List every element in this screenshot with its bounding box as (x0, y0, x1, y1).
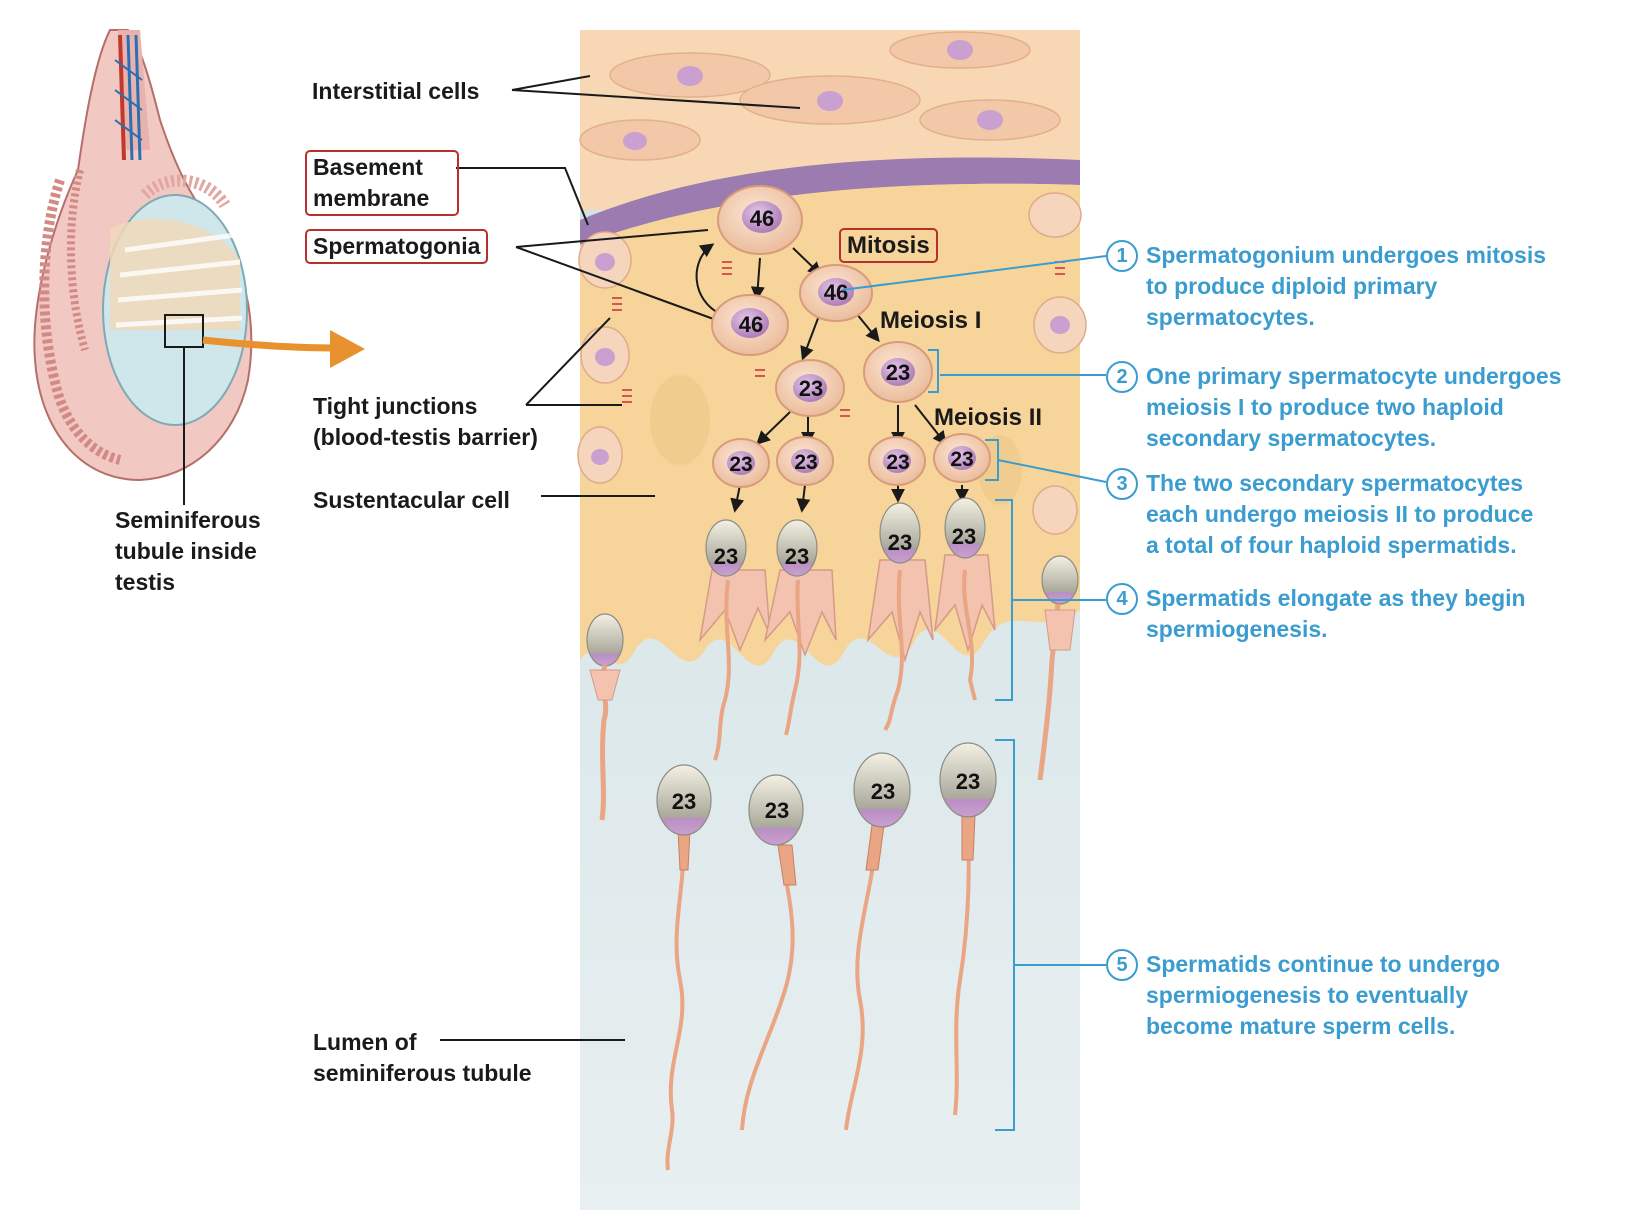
label-meiosis-1: Meiosis I (880, 307, 982, 334)
label-sustentacular-cell: Sustentacular cell (313, 487, 510, 513)
label-seminiferous-line2: tubule inside (115, 538, 257, 564)
count-sperm-4: 23 (956, 769, 980, 794)
count-sperm-2: 23 (765, 798, 789, 823)
step-4-text: Spermatids elongate as they begin spermi… (1146, 585, 1526, 642)
count-secondary-2: 23 (794, 451, 817, 474)
label-interstitial-cells: Interstitial cells (312, 78, 480, 104)
step-4-number: 4 (1106, 583, 1138, 615)
label-tight-junctions: Tight junctions (blood-testis barrier) (313, 391, 538, 453)
cell-lineage: 46 46 46 23 23 23 23 23 23 (656, 185, 997, 1171)
label-spermatogonia: Spermatogonia (305, 229, 489, 264)
count-secondary-3: 23 (886, 451, 909, 474)
elongating-spermatids: 23 23 23 23 (698, 497, 996, 761)
label-tight-junctions-line2: (blood-testis barrier) (313, 424, 538, 450)
count-sperm-1: 23 (672, 789, 696, 814)
count-primary-a: 23 (799, 376, 823, 401)
count-spermatid-1: 23 (714, 544, 738, 569)
label-seminiferous-line3: testis (115, 569, 176, 595)
step-3: 3 The two secondary spermatocytes each u… (1106, 468, 1533, 561)
count-secondary-4: 23 (950, 448, 973, 471)
secondary-spermatocytes: 23 23 23 23 (712, 433, 991, 488)
step-2-text: One primary spermatocyte undergoes meios… (1146, 363, 1562, 451)
step-2: 2 One primary spermatocyte undergoes mei… (1106, 361, 1561, 454)
count-spermatid-4: 23 (952, 524, 976, 549)
step-3-text: The two secondary spermatocytes each und… (1146, 470, 1534, 558)
label-lumen-line1: Lumen of (313, 1029, 417, 1055)
label-basement-membrane: Basement membrane (305, 150, 459, 216)
count-spermatogonium-top: 46 (750, 206, 774, 231)
mature-sperm: 23 23 23 23 (656, 742, 997, 1171)
label-basement-membrane-line2: membrane (313, 185, 430, 211)
count-sperm-3: 23 (871, 779, 895, 804)
step-1-number: 1 (1106, 240, 1138, 272)
step-5-text: Spermatids continue to undergo spermioge… (1146, 951, 1500, 1039)
label-seminiferous-line1: Seminiferous (115, 507, 261, 533)
step-2-number: 2 (1106, 361, 1138, 393)
count-spermatogonium-dividing: 46 (824, 280, 848, 305)
label-meiosis-2: Meiosis II (934, 404, 1043, 431)
step-5-number: 5 (1106, 949, 1138, 981)
step-5: 5 Spermatids continue to undergo spermio… (1106, 949, 1500, 1042)
step-3-number: 3 (1106, 468, 1138, 500)
step-4: 4 Spermatids elongate as they begin sper… (1106, 583, 1526, 645)
count-spermatid-3: 23 (888, 530, 912, 555)
label-basement-membrane-line1: Basement (313, 154, 423, 180)
label-tight-junctions-line1: Tight junctions (313, 393, 478, 419)
count-spermatid-2: 23 (785, 544, 809, 569)
step-brackets (841, 255, 1107, 1131)
count-primary-b: 23 (886, 360, 910, 385)
label-lumen: Lumen of seminiferous tubule (313, 1027, 532, 1089)
count-secondary-1: 23 (729, 453, 752, 476)
label-seminiferous-tubule-inside-testis: Seminiferous tubule inside testis (115, 505, 261, 598)
leader-lines (440, 75, 801, 1041)
step-1-text: Spermatogonium undergoes mitosis to prod… (1146, 242, 1546, 330)
count-spermatogonium-left: 46 (739, 312, 763, 337)
label-lumen-line2: seminiferous tubule (313, 1060, 532, 1086)
testis-illustration (33, 29, 365, 505)
step-1: 1 Spermatogonium undergoes mitosis to pr… (1106, 240, 1546, 333)
label-mitosis: Mitosis (839, 228, 938, 263)
